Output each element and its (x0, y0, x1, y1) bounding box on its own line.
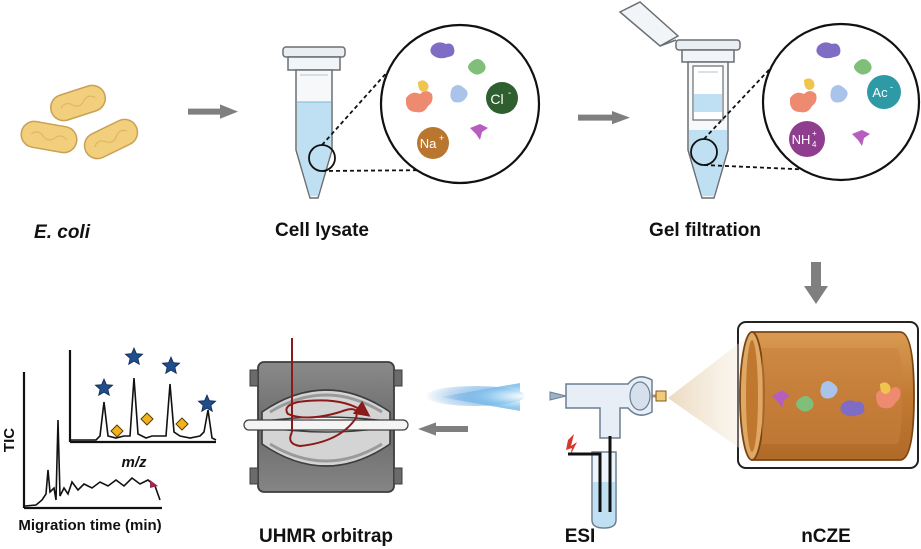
star-marker (94, 377, 114, 397)
ncze-label: nCZE (801, 526, 851, 547)
orbitrap-label: UHMR orbitrap (259, 526, 393, 547)
diamond-marker (140, 412, 154, 426)
lysate-tube-icon (282, 46, 346, 199)
star-marker (197, 393, 217, 413)
ammonium-subscript: 4 (812, 140, 817, 149)
x-axis-label: Migration time (min) (18, 517, 161, 534)
ecoli-bacteria-icon (20, 84, 139, 160)
zoom-line (321, 59, 399, 146)
migration-plot (22, 372, 162, 510)
capillary-icon (668, 321, 919, 469)
zoom-line (703, 164, 817, 171)
ammonium-charge: + (812, 129, 817, 138)
gel-zoom-circle: Ac - NH 4 + (761, 22, 921, 182)
arrow-ecoli-to-lysate (188, 104, 238, 119)
gel-filtration-label: Gel filtration (649, 220, 761, 241)
sodium-label: Na (420, 136, 437, 151)
arrow-esi-to-orbitrap (418, 422, 468, 436)
chloride-charge: - (508, 88, 511, 99)
chloride-label: Cl (490, 91, 503, 107)
gel-filtration-tube-icon (618, 1, 741, 199)
orbitrap-icon (243, 338, 409, 493)
acetate-label: Ac (872, 85, 888, 100)
diamond-marker (110, 424, 124, 438)
ammonium-label: NH (792, 132, 811, 147)
esi-label: ESI (565, 526, 596, 547)
y-axis-label: TIC (1, 428, 18, 452)
lysate-zoom-circle: Cl - Na + (379, 23, 541, 185)
diamond-marker (175, 417, 189, 431)
spectrum-markers (94, 346, 217, 438)
arrow-gel-to-ncze (804, 262, 828, 304)
mass-spectrum-inset (68, 350, 217, 444)
mz-axis-label: m/z (121, 454, 147, 471)
star-marker (161, 355, 181, 375)
lysate-label: Cell lysate (275, 220, 369, 241)
esi-source-icon (425, 376, 667, 529)
arrow-lysate-to-gel (578, 111, 630, 125)
star-marker (124, 346, 144, 366)
ecoli-label: E. coli (34, 222, 91, 243)
sodium-charge: + (439, 133, 444, 143)
acetate-charge: - (890, 82, 893, 92)
